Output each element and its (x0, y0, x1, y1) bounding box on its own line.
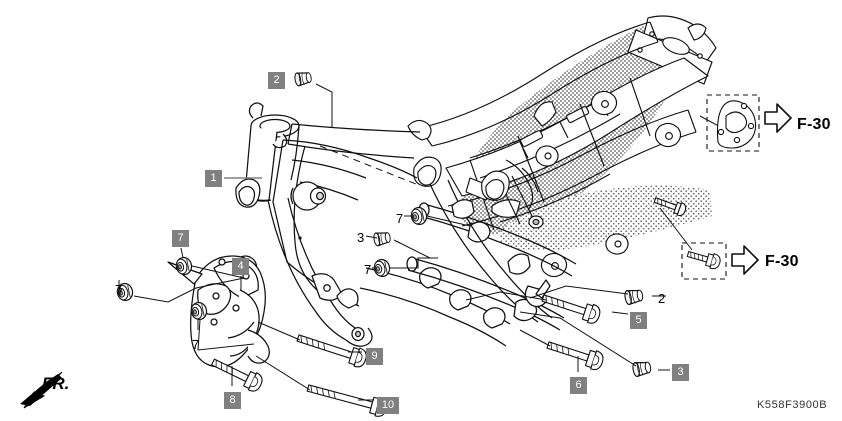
callout-label-9[interactable]: 9 (366, 348, 383, 365)
callout-label-6[interactable]: 6 (570, 377, 587, 394)
callout-label-3a[interactable]: 3 (357, 230, 365, 245)
callout-label-7c[interactable]: 7 (192, 337, 200, 352)
drawing-code: K558F3900B (757, 399, 828, 411)
callout-label-8[interactable]: 8 (224, 392, 241, 409)
callout-label-7d[interactable]: 7 (396, 211, 404, 226)
front-direction-arrow-graphic (20, 371, 63, 409)
callout-label-2[interactable]: 2 (268, 72, 285, 89)
callout-label-2b[interactable]: 2 (658, 291, 666, 306)
section-ref-lower-graphic (681, 242, 759, 280)
callout-label-10[interactable]: 10 (377, 397, 399, 414)
front-direction-label: FR. (42, 374, 70, 393)
callout-label-7a[interactable]: 7 (172, 230, 189, 247)
callout-label-7e[interactable]: 7 (364, 262, 372, 277)
callout-label-5[interactable]: 5 (630, 312, 647, 329)
section-ref-upper-label[interactable]: F-30 (797, 116, 831, 133)
callout-label-7b[interactable]: 7 (115, 282, 123, 297)
callout-label-1[interactable]: 1 (205, 170, 222, 187)
section-ref-lower-label[interactable]: F-30 (765, 253, 799, 270)
section-ref-upper-graphic (706, 94, 792, 152)
callout-label-3b[interactable]: 3 (672, 364, 689, 381)
callout-label-4[interactable]: 4 (232, 258, 249, 275)
